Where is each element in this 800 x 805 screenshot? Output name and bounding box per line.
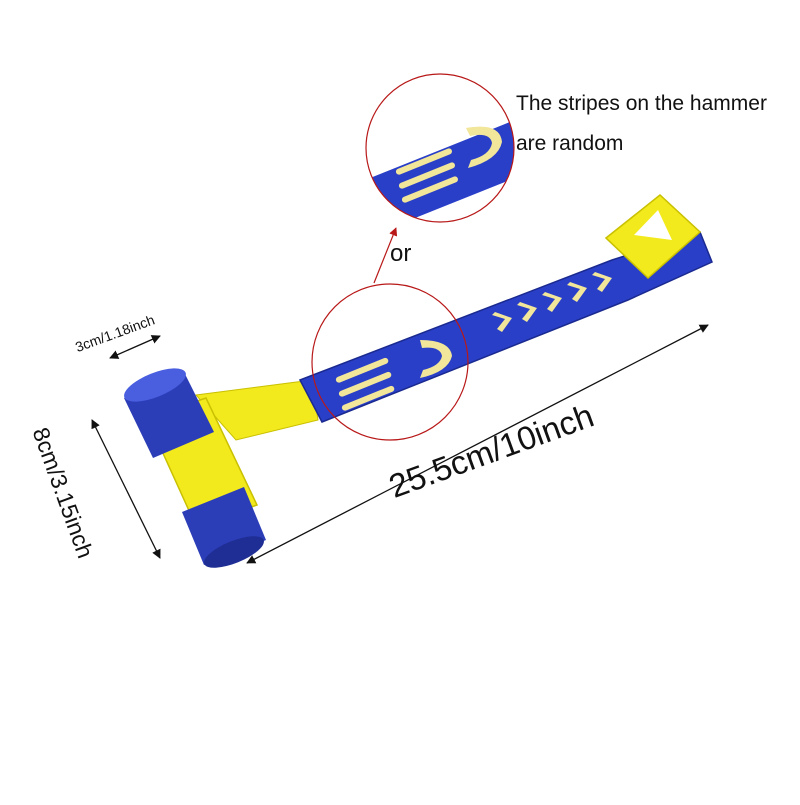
stripes-note-line1: The stripes on the hammer — [516, 92, 767, 115]
or-label: or — [390, 240, 412, 267]
handle-end-cap — [604, 194, 702, 280]
width-dimension-line — [91, 419, 161, 559]
length-dimension-line — [246, 324, 709, 564]
callout-arrow — [373, 227, 398, 284]
face-dimension-line — [109, 335, 161, 359]
stripes-note-line2: are random — [516, 132, 624, 155]
callout-circle-zoom — [365, 73, 515, 223]
hammer-handle — [298, 194, 713, 423]
